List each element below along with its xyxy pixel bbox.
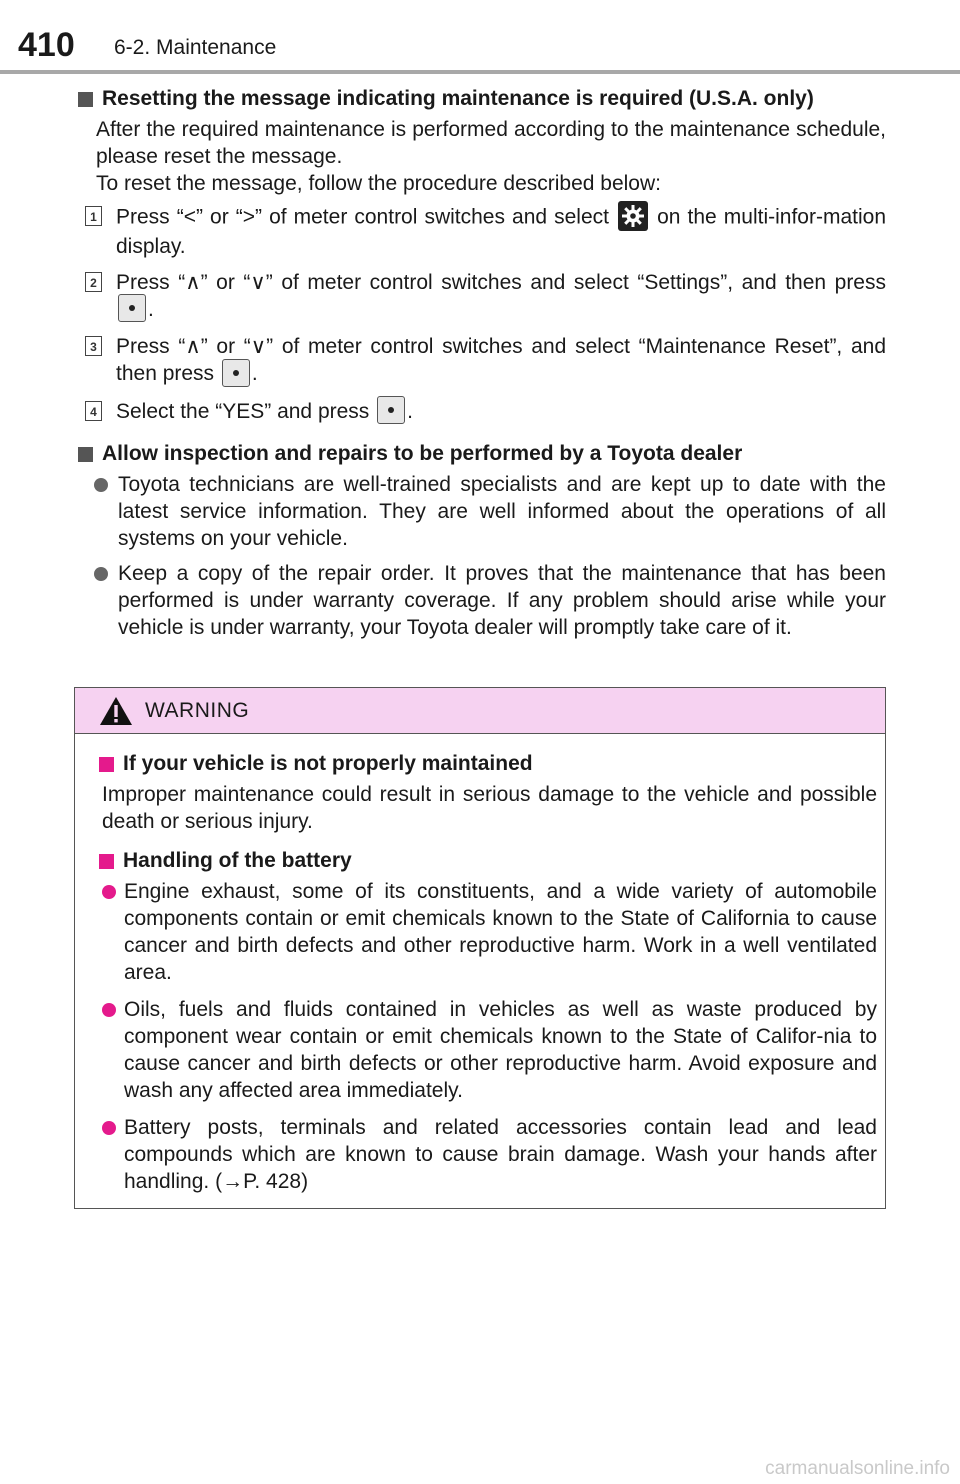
enter-button-icon (377, 396, 406, 425)
warning-box: WARNING If your vehicle is not properly … (74, 687, 886, 1209)
list-item: Keep a copy of the repair order. It prov… (76, 560, 886, 641)
reset-heading: Resetting the message indicating mainten… (76, 85, 886, 112)
reset-intro-2: To reset the message, follow the procedu… (96, 172, 661, 195)
square-bullet-icon (78, 447, 93, 463)
step-text: Select the “YES” and press (116, 399, 370, 423)
circle-bullet-icon (94, 567, 108, 582)
step-1: 1 Press “<” or “>” of meter control swit… (76, 201, 886, 260)
warning-paragraph: Improper maintenance could result in ser… (102, 783, 877, 833)
warning-body: If your vehicle is not properly maintain… (99, 750, 877, 1205)
step-text: Press “∧” or “∨” of meter control switch… (116, 271, 886, 294)
enter-button-icon (221, 358, 250, 387)
step-text-end: . (148, 298, 154, 321)
main-content: Resetting the message indicating mainten… (76, 85, 886, 649)
warning-heading-maintenance: If your vehicle is not properly maintain… (99, 750, 877, 777)
list-item: Engine exhaust, some of its constituents… (99, 878, 877, 986)
list-item-text: Keep a copy of the repair order. It prov… (118, 562, 886, 640)
list-item-text: Oils, fuels and fluids contained in vehi… (124, 998, 877, 1102)
warning-label: WARNING (145, 699, 250, 722)
list-item-text: Battery posts, terminals and related acc… (124, 1116, 877, 1193)
list-item-text: Engine exhaust, some of its constituents… (124, 880, 877, 984)
step-2: 2 Press “∧” or “∨” of meter control swit… (76, 269, 886, 324)
step-text-end: on the multi-infor-mation display. (116, 205, 886, 258)
reset-steps: 1 Press “<” or “>” of meter control swit… (76, 201, 886, 426)
step-number: 3 (85, 336, 102, 357)
page-number: 410 (18, 26, 75, 64)
dealer-heading-text: Allow inspection and repairs to be perfo… (102, 442, 743, 466)
dealer-heading: Allow inspection and repairs to be perfo… (76, 440, 886, 467)
watermark: carmanualsonline.info (765, 1458, 950, 1479)
step-text-end: . (407, 399, 413, 423)
section-title: 6-2. Maintenance (114, 36, 277, 59)
step-number: 2 (85, 272, 102, 292)
gear-icon (618, 201, 649, 231)
step-number: 1 (85, 206, 102, 226)
enter-button-icon (118, 294, 146, 323)
circle-bullet-icon (102, 885, 116, 899)
list-item: Toyota technicians are well-trained spec… (76, 471, 886, 552)
square-bullet-icon (99, 757, 114, 772)
warning-heading-text: Handling of the battery (123, 849, 352, 872)
reset-heading-text: Resetting the message indicating mainten… (102, 87, 814, 110)
list-item: Battery posts, terminals and related acc… (99, 1114, 877, 1195)
step-4: 4 Select the “YES” and press . (76, 396, 886, 426)
step-text-end: . (251, 362, 258, 386)
step-text: Press “∧” or “∨” of meter control switch… (116, 335, 886, 386)
step-text: Press “<” or “>” of meter control switch… (116, 205, 609, 229)
circle-bullet-icon (94, 478, 108, 493)
warning-triangle-icon (100, 697, 132, 725)
list-item-text: Toyota technicians are well-trained spec… (118, 473, 886, 551)
dealer-section: Allow inspection and repairs to be perfo… (76, 440, 886, 641)
warning-heading-battery: Handling of the battery (99, 847, 877, 874)
step-3: 3 Press “∧” or “∨” of meter control swit… (76, 333, 886, 388)
header-rule (0, 70, 960, 74)
square-bullet-icon (78, 92, 93, 107)
warning-header: WARNING (75, 688, 885, 734)
square-bullet-icon (99, 854, 114, 869)
reset-intro-1: After the required maintenance is perfor… (96, 118, 886, 168)
circle-bullet-icon (102, 1003, 116, 1017)
step-number: 4 (85, 400, 102, 421)
circle-bullet-icon (102, 1121, 116, 1135)
warning-heading-text: If your vehicle is not properly maintain… (123, 752, 533, 775)
page-header: 410 6-2. Maintenance (0, 0, 960, 76)
list-item: Oils, fuels and fluids contained in vehi… (99, 996, 877, 1104)
